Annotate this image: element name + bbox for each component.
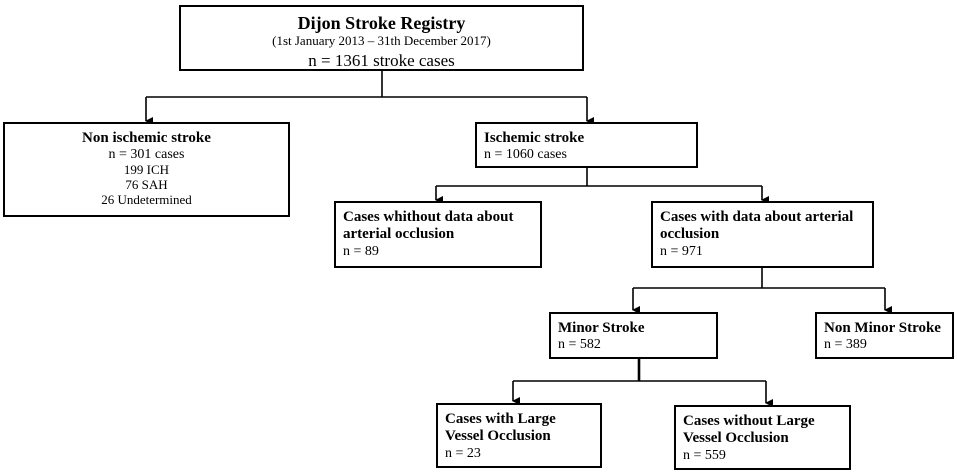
non-ischemic-count: n = 301 cases — [108, 147, 185, 163]
minor-box: Minor Stroke n = 582 — [549, 312, 718, 359]
non-ischemic-ich: 199 ICH — [123, 162, 170, 178]
non-minor-box: Non Minor Stroke n = 389 — [815, 312, 954, 359]
minor-count: n = 582 — [558, 337, 601, 353]
non-minor-count: n = 389 — [824, 337, 867, 353]
with-data-box: Cases with data about arterial occlusion… — [651, 201, 874, 268]
registry-count: n = 1361 stroke cases — [308, 50, 455, 70]
no-data-box: Cases whithout data about arterial occlu… — [334, 201, 542, 268]
non-ischemic-undetermined: 26 Undetermined — [101, 192, 192, 208]
registry-period: (1st January 2013 – 31th December 2017) — [272, 32, 491, 48]
lvo-count: n = 23 — [445, 445, 481, 461]
registry-title: Dijon Stroke Registry — [297, 13, 466, 33]
non-ischemic-title: Non ischemic stroke — [82, 130, 211, 146]
non-ischemic-box: Non ischemic stroke n = 301 cases 199 IC… — [3, 122, 290, 217]
ischemic-box: Ischemic stroke n = 1060 cases — [475, 122, 698, 168]
registry-box: Dijon Stroke Registry (1st January 2013 … — [179, 5, 584, 71]
no-lvo-count: n = 559 — [683, 447, 726, 463]
with-data-count: n = 971 — [660, 243, 703, 259]
with-data-line2: occlusion — [660, 226, 720, 243]
no-lvo-line2: Vessel Occlusion — [683, 430, 789, 447]
minor-title: Minor Stroke — [558, 320, 645, 336]
no-data-line1: Cases whithout data about — [343, 209, 514, 225]
ischemic-count: n = 1060 cases — [484, 147, 567, 163]
lvo-box: Cases with Large Vessel Occlusion n = 23 — [436, 403, 602, 468]
no-data-line2: arterial occlusion — [343, 226, 455, 243]
ischemic-title: Ischemic stroke — [484, 130, 585, 146]
no-lvo-line1: Cases without Large — [683, 413, 815, 429]
no-data-count: n = 89 — [343, 243, 379, 259]
non-ischemic-sah: 76 SAH — [125, 177, 168, 193]
lvo-line1: Cases with Large — [445, 411, 556, 427]
with-data-line1: Cases with data about arterial — [660, 209, 854, 225]
non-minor-title: Non Minor Stroke — [824, 320, 941, 336]
no-lvo-box: Cases without Large Vessel Occlusion n =… — [674, 405, 851, 470]
lvo-line2: Vessel Occlusion — [445, 428, 551, 445]
